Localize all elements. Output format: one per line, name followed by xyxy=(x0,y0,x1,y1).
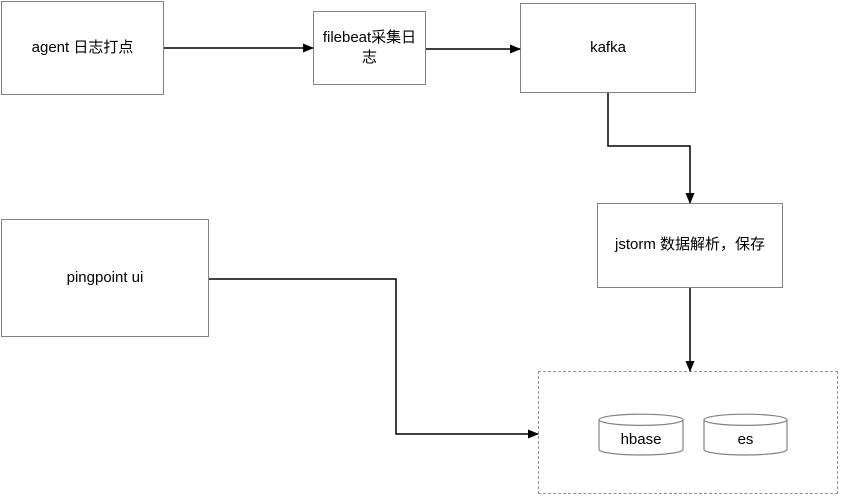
node-agent: agent 日志打点 xyxy=(1,1,164,95)
edge-pinpoint-storage xyxy=(209,278,539,439)
hbase-label: hbase xyxy=(620,430,662,448)
database-cylinder-icon xyxy=(598,413,684,456)
node-agent-label: agent 日志打点 xyxy=(31,38,134,56)
node-filebeat-label: filebeat采集日志 xyxy=(322,28,417,66)
node-kafka-label: kafka xyxy=(590,38,626,56)
database-cylinder-icon xyxy=(703,413,788,456)
hbase-cylinder: hbase xyxy=(598,413,684,456)
node-kafka: kafka xyxy=(520,3,696,93)
storage-group: hbase es xyxy=(538,371,838,494)
node-jstorm-label: jstorm 数据解析，保存 xyxy=(614,236,765,254)
node-pinpoint-ui-label: pingpoint ui xyxy=(66,268,144,286)
es-label: es xyxy=(737,430,754,448)
es-cylinder: es xyxy=(703,413,788,456)
node-jstorm: jstorm 数据解析，保存 xyxy=(597,203,783,288)
node-pinpoint-ui: pingpoint ui xyxy=(1,219,209,337)
node-filebeat: filebeat采集日志 xyxy=(313,11,426,85)
edge-kafka-jstorm xyxy=(607,93,695,204)
